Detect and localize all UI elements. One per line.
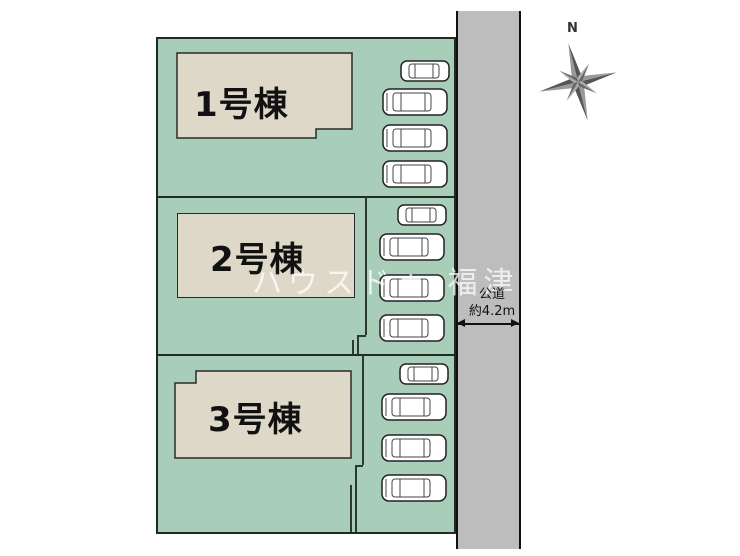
car-icon xyxy=(381,434,447,462)
lot-3-gate-line xyxy=(355,465,357,532)
car-icon xyxy=(379,233,445,261)
compass-north-label: N xyxy=(567,21,578,36)
lot-divider-1-2 xyxy=(156,196,456,198)
car-icon xyxy=(400,60,450,82)
car-icon xyxy=(382,88,448,116)
car-icon xyxy=(381,474,447,502)
car-icon xyxy=(381,393,447,421)
compass-rose-icon xyxy=(539,43,617,121)
building-3-shape xyxy=(174,370,352,459)
arrow-left-icon xyxy=(457,319,465,327)
lot-2-gate-line-2 xyxy=(352,340,354,355)
car-icon xyxy=(379,314,445,342)
lot-3-parking-step xyxy=(355,465,363,467)
building-2-label: 2号棟 xyxy=(210,240,305,280)
car-icon xyxy=(399,363,449,385)
public-road xyxy=(456,11,521,549)
watermark: ハウスドゥ 福津 xyxy=(252,266,520,301)
building-1-label: 1号棟 xyxy=(194,85,289,125)
lot-2-parking-line xyxy=(365,197,367,335)
car-icon xyxy=(397,204,447,226)
road-label: 公道 約4.2m xyxy=(462,286,522,320)
road-width-label: 約4.2m xyxy=(468,304,516,319)
car-icon xyxy=(382,124,448,152)
lot-3-gate-line-2 xyxy=(350,485,352,532)
lot-2-parking-step xyxy=(357,335,366,337)
building-3-label: 3号棟 xyxy=(208,400,303,440)
road-width-arrow xyxy=(457,323,519,325)
building-2-shape xyxy=(177,213,355,298)
lot-3-parking-line xyxy=(362,355,364,465)
road-type-label: 公道 xyxy=(478,287,505,302)
car-icon xyxy=(382,160,448,188)
lot-2-gate-line xyxy=(357,335,359,355)
building-1-shape xyxy=(176,52,353,139)
arrow-right-icon xyxy=(511,319,519,327)
lot-divider-2-3 xyxy=(156,354,456,356)
